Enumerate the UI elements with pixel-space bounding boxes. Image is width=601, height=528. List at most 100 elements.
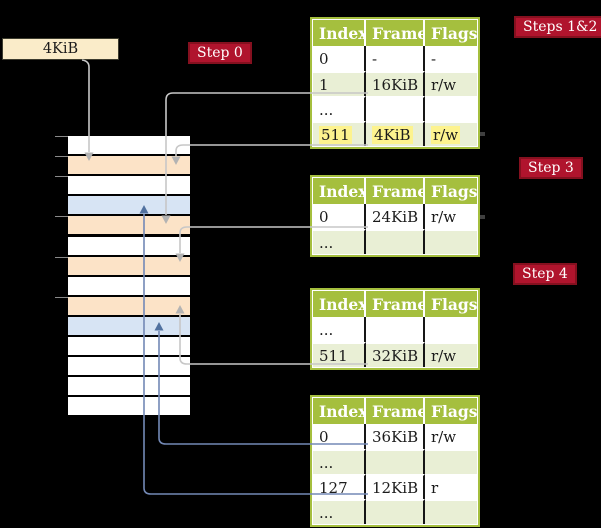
table-cell-value: 16KiB: [372, 75, 419, 94]
table-cell-value: ...: [319, 503, 334, 522]
table-cell-value: 4KiB: [372, 125, 413, 144]
table-cell-value: r/w: [431, 75, 457, 94]
memory-frame-row-white: [68, 276, 190, 295]
table-header-label: Index: [319, 23, 366, 43]
table-cell: 16KiB: [366, 71, 425, 96]
table-cell: [366, 229, 425, 254]
table-cell-value: 127: [319, 478, 348, 497]
table-cell: 511: [313, 342, 366, 367]
memory-frame-row-white: [68, 357, 190, 376]
step-badge: Step 0: [188, 42, 252, 65]
table-cell-value: 511: [319, 346, 348, 365]
table-header-label: Flags: [431, 401, 477, 421]
memory-frame-row-white: [68, 397, 190, 416]
table-cell-value: r/w: [431, 125, 461, 144]
table-row: 0--: [313, 46, 477, 71]
table-header-cell: Flags: [425, 291, 477, 317]
entry-pointer-mark: [480, 132, 485, 136]
table-header-cell: Index: [313, 20, 366, 46]
table-cell-value: r/w: [431, 427, 457, 446]
table-cell: [425, 317, 477, 342]
table-row: ...: [313, 96, 477, 121]
memory-frame-row-white: [68, 136, 190, 154]
table-header-cell: Flags: [425, 178, 477, 204]
address-tick: [55, 176, 68, 177]
table-cell-value: ...: [319, 233, 334, 252]
table-cell: r/w: [425, 204, 477, 229]
table-cell: 127: [313, 474, 366, 499]
table-header-label: Frame: [372, 181, 425, 201]
table-cell-value: 0: [319, 207, 329, 226]
table-header-cell: Frame: [366, 291, 425, 317]
table-cell: 1: [313, 71, 366, 96]
table-header-label: Flags: [431, 23, 477, 43]
page-table-header-row: Index Frame Flags: [313, 398, 477, 424]
step-badge-label: Step 3: [528, 160, 574, 176]
table-header-label: Index: [319, 401, 366, 421]
table-cell: 0: [313, 204, 366, 229]
table-cell: 36KiB: [366, 424, 425, 449]
table-cell: 24KiB: [366, 204, 425, 229]
table-header-label: Index: [319, 294, 366, 314]
table-cell: r/w: [425, 424, 477, 449]
table-cell: 32KiB: [366, 342, 425, 367]
table-cell: r/w: [425, 342, 477, 367]
table-cell: -: [425, 46, 477, 71]
address-tick: [55, 257, 68, 258]
table-cell: ...: [313, 499, 366, 524]
table-cell: ...: [313, 229, 366, 254]
table-cell: ...: [313, 96, 366, 121]
table-cell: [425, 96, 477, 121]
entry-pointer-mark: [480, 215, 485, 219]
address-tick: [55, 297, 68, 298]
table-cell-value: 24KiB: [372, 207, 419, 226]
table-cell: [366, 449, 425, 474]
address-tick: [55, 216, 68, 217]
table-row: 127 12KiB r: [313, 474, 477, 499]
memory-frame-row-blue: [68, 316, 190, 335]
memory-frame-row-orange: [68, 296, 190, 315]
memory-frame-row-white: [68, 236, 190, 255]
table-row: ...: [313, 229, 477, 254]
table-header-cell: Flags: [425, 398, 477, 424]
page-table-header-row: Index Frame Flags: [313, 178, 477, 204]
frame-size-label: 4KiB: [42, 41, 79, 57]
table-row: ...: [313, 499, 477, 524]
table-header-label: Flags: [431, 294, 477, 314]
table-row: 0 36KiB r/w: [313, 424, 477, 449]
memory-frame-row-orange: [68, 156, 190, 175]
table-header-label: Flags: [431, 181, 477, 201]
table-cell: 4KiB: [366, 121, 425, 146]
table-row: 0 24KiB r/w: [313, 204, 477, 229]
table-header-cell: Index: [313, 178, 366, 204]
table-cell: [366, 96, 425, 121]
table-cell: ...: [313, 317, 366, 342]
page-table: Index Frame Flags 0 24KiB r/w...: [310, 175, 480, 257]
table-header-label: Frame: [372, 401, 425, 421]
step-badge-label: Step 4: [522, 266, 568, 282]
table-cell-value: -: [372, 49, 378, 68]
table-row: ...: [313, 317, 477, 342]
table-cell-value: 32KiB: [372, 346, 419, 365]
table-cell-value: ...: [319, 320, 334, 339]
table-row: ...: [313, 449, 477, 474]
table-header-cell: Index: [313, 291, 366, 317]
table-cell-value: r: [431, 478, 439, 497]
memory-frame-row-blue: [68, 196, 190, 215]
step-badge-label: Step 0: [197, 45, 243, 61]
address-tick: [55, 136, 68, 137]
step-badge: Steps 1&2: [514, 16, 601, 39]
table-cell: 0: [313, 46, 366, 71]
table-cell: r/w: [425, 71, 477, 96]
table-cell-value: 0: [319, 427, 329, 446]
table-cell: -: [366, 46, 425, 71]
step-badge: Step 4: [513, 263, 577, 286]
table-cell: [425, 499, 477, 524]
table-header-cell: Index: [313, 398, 366, 424]
memory-frame-row-white: [68, 337, 190, 355]
table-cell: 12KiB: [366, 474, 425, 499]
table-header-label: Index: [319, 181, 366, 201]
